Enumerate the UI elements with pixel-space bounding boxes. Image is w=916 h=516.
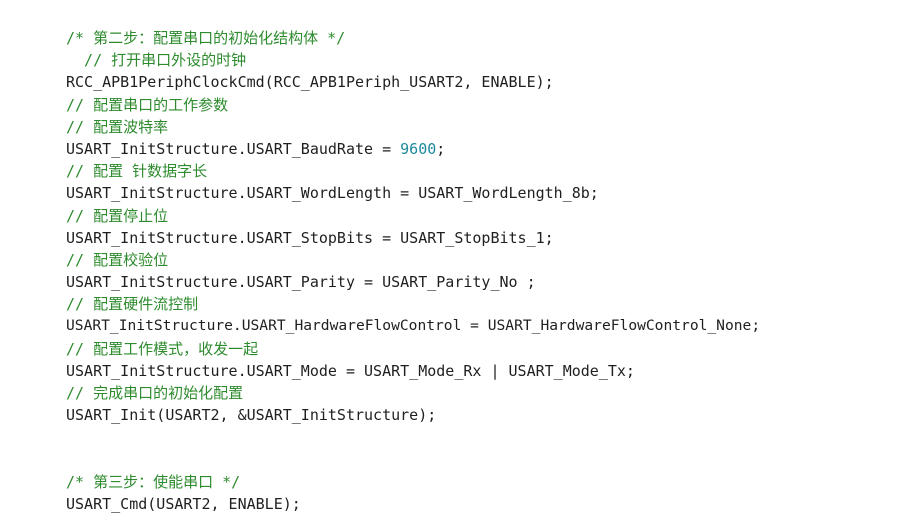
baud-code-line: USART_InitStructure.USART_BaudRate = 960… <box>66 138 906 160</box>
config-params-comment: // 配置串口的工作参数 <box>66 95 229 114</box>
flow-comment: // 配置硬件流控制 <box>66 295 199 314</box>
mode-code: USART_InitStructure.USART_Mode = USART_M… <box>66 361 635 380</box>
wordlength-code: USART_InitStructure.USART_WordLength = U… <box>66 184 599 203</box>
mode-comment: // 配置工作模式，收发一起 <box>66 339 259 358</box>
baud-code-suffix: ; <box>436 139 446 158</box>
baud-code-prefix: USART_InitStructure.USART_BaudRate = <box>66 139 401 158</box>
stopbits-code: USART_InitStructure.USART_StopBits = USA… <box>66 228 554 247</box>
step2-header-comment: /* 第二步：配置串口的初始化结构体 */ <box>66 29 346 47</box>
wordlength-comment: // 配置 针数据字长 <box>66 162 208 181</box>
usart-cmd-code: USART_Cmd(USART2, ENABLE); <box>66 494 301 513</box>
baud-comment: // 配置波特率 <box>66 117 169 136</box>
stopbits-comment: // 配置停止位 <box>66 206 169 225</box>
parity-comment: // 配置校验位 <box>66 250 169 269</box>
init-comment: // 完成串口的初始化配置 <box>66 384 244 402</box>
blank-line <box>66 449 906 471</box>
step3-header-comment: /* 第三步：使能串口 */ <box>66 472 241 491</box>
baud-value: 9600 <box>400 139 437 158</box>
enable-clock-code: RCC_APB1PeriphClockCmd(RCC_APB1Periph_US… <box>66 73 554 92</box>
code-block: /* 第二步：配置串口的初始化结构体 */ // 打开串口外设的时钟 RCC_A… <box>66 27 906 515</box>
parity-code: USART_InitStructure.USART_Parity = USART… <box>66 273 536 292</box>
flow-code: USART_InitStructure.USART_HardwareFlowCo… <box>66 317 761 335</box>
init-code: USART_Init(USART2, &USART_InitStructure)… <box>66 406 437 425</box>
blank-line <box>66 426 906 448</box>
enable-clock-comment: // 打开串口外设的时钟 <box>66 51 247 70</box>
